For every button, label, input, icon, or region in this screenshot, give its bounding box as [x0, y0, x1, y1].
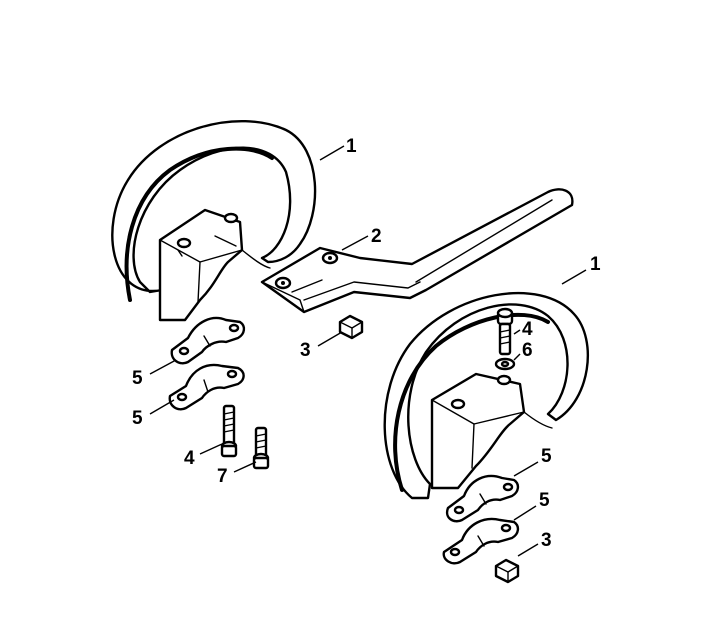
- callout-part-6: 6: [522, 340, 533, 361]
- leader-lines: [149, 145, 587, 557]
- handle-bar: [260, 188, 574, 314]
- callout-part-4-right: 4: [522, 319, 533, 340]
- loop-handle-right: [383, 291, 589, 500]
- callout-part-3-left: 3: [300, 340, 311, 361]
- callout-part-1-right: 1: [590, 254, 601, 275]
- callout-part-2: 2: [371, 226, 382, 247]
- clamp-right-upper: [445, 474, 520, 523]
- callout-part-3-right: 3: [541, 530, 552, 551]
- callout-part-4-left: 4: [184, 448, 195, 469]
- callout-part-7: 7: [217, 466, 228, 487]
- clamp-left-upper: [170, 316, 246, 365]
- callout-part-1-left: 1: [346, 136, 357, 157]
- callout-part-5-upper-left: 5: [132, 368, 143, 389]
- screw-right-4: [496, 307, 514, 356]
- washer-right-6: [494, 357, 516, 371]
- clamp-right-lower: [442, 517, 520, 565]
- callout-part-5-upper-right: 5: [541, 446, 552, 467]
- callout-part-5-lower-right: 5: [539, 490, 550, 511]
- callout-part-5-lower-left: 5: [132, 408, 143, 429]
- screw-left-4: [220, 404, 238, 458]
- clamp-left-lower: [168, 363, 245, 411]
- screw-left-7: [252, 426, 270, 470]
- square-nut-right: [494, 558, 520, 584]
- loop-handle-left: [111, 119, 317, 322]
- square-nut-left: [338, 314, 364, 340]
